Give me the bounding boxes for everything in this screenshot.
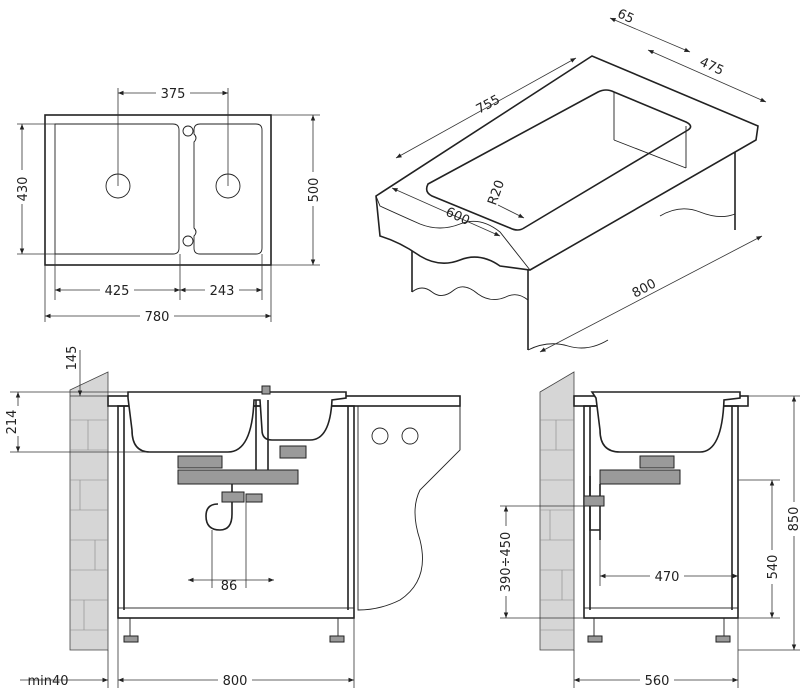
tap-hole-top [182,125,194,137]
dim-500-label: 500 [307,178,322,203]
dim-375-label: 375 [161,87,186,102]
dim-86-label: 86 [221,579,238,594]
dim-800-front-label: 800 [223,674,248,689]
tap-hole-bottom [182,235,194,247]
front-sink [127,391,347,453]
side-sink [590,391,741,453]
main-bowl [54,123,180,255]
dim-65-label: 65 [615,7,636,28]
dim-850-label: 850 [787,507,800,532]
dim-145-label: 145 [65,346,80,371]
iso-view: 755 65 475 R20 600 800 [375,7,767,353]
countertop [375,55,759,271]
dim-475-label: 475 [697,55,726,79]
sink-outline [44,114,272,266]
dim-243-label: 243 [210,284,235,299]
dim-780-label: 780 [145,310,170,325]
small-bowl [193,123,263,255]
dim-214-label: 214 [5,410,20,435]
dim-430-label: 430 [16,177,31,202]
dim-540-label: 540 [766,555,781,580]
top-view: 375 430 500 425 243 780 [14,84,322,325]
dim-560-label: 560 [645,674,670,689]
front-view: 145 214 86 min40 800 [4,346,461,689]
dim-470-label: 470 [655,570,680,585]
side-view: 390÷450 470 540 850 560 [496,371,800,689]
dim-425-label: 425 [105,284,130,299]
dim-390-450-label: 390÷450 [499,532,514,593]
dim-755-label: 755 [474,92,503,117]
dim-min40-label: min40 [27,674,68,689]
